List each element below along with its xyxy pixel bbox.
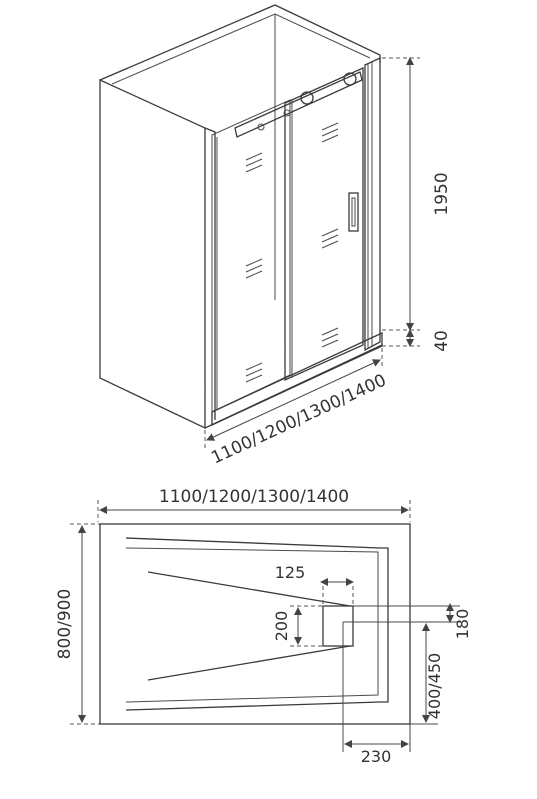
drain-offset-v-label: 180	[453, 609, 472, 640]
sliding-door-panel	[284, 66, 364, 382]
door-handle	[348, 192, 359, 232]
top-rail	[234, 71, 363, 138]
drain-width-label: 125	[275, 563, 306, 582]
roller-right	[343, 72, 357, 86]
height-dimension	[382, 57, 420, 347]
enclosure-3d-view: 1950 40 1100/1200/1300/1400	[99, 4, 452, 468]
width-dimension-3d	[204, 348, 383, 448]
fixed-glass-panel	[211, 99, 291, 413]
drain-outline	[322, 605, 354, 647]
left-wall	[99, 78, 206, 430]
tray-outline	[99, 523, 411, 725]
wall-top-outline	[99, 4, 381, 81]
slope-line-top	[147, 571, 351, 607]
base-height-label: 40	[432, 330, 452, 352]
drain-height-label: 200	[272, 611, 291, 642]
slope-line-bottom	[147, 645, 351, 681]
tray-plan-view: 1100/1200/1300/1400 800/900 125 200 180	[55, 487, 472, 766]
height-label: 1950	[432, 172, 452, 215]
depth-offset-label: 400/450	[425, 653, 444, 719]
roller-left	[300, 91, 314, 105]
plan-width-label: 1100/1200/1300/1400	[159, 487, 349, 507]
right-profile	[364, 56, 381, 352]
drain-offset-h-label: 230	[361, 747, 392, 766]
plan-depth-label: 800/900	[55, 589, 75, 660]
wall-inner-top	[111, 13, 371, 85]
wall-edge	[204, 127, 216, 420]
tray-inner-rim	[125, 537, 389, 711]
